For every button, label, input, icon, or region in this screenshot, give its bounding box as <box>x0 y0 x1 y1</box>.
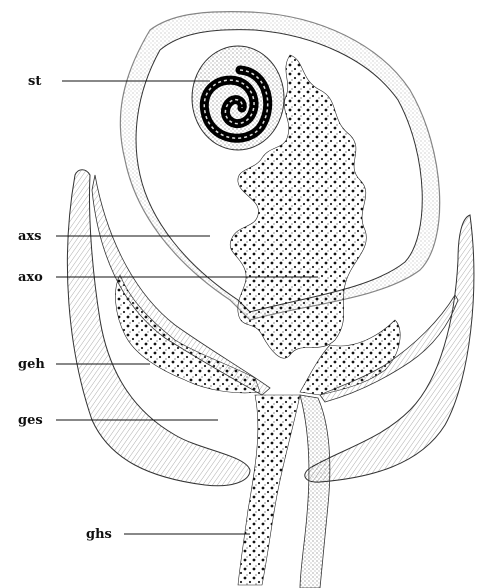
label-geh: geh <box>18 357 45 372</box>
label-st: st <box>28 74 41 89</box>
label-ges: ges <box>18 413 43 428</box>
label-axs: axs <box>18 229 42 244</box>
label-ghs: ghs <box>86 527 112 542</box>
genital-stalk <box>238 395 300 585</box>
label-axo: axo <box>18 270 43 285</box>
stalk-outer <box>300 395 330 588</box>
